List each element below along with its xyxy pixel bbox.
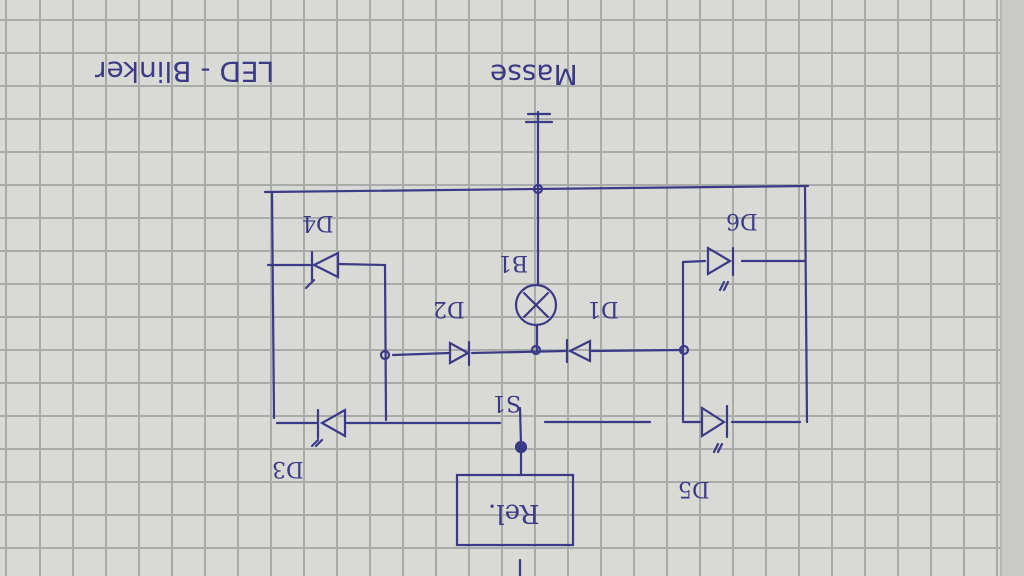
label-s1: S1 xyxy=(492,390,522,415)
label-d2: D2 xyxy=(433,296,465,321)
title-label: LED - Blinker xyxy=(95,55,275,88)
diode-d5-symbol xyxy=(700,404,729,454)
label-d4: D4 xyxy=(302,210,334,235)
label-d1: D1 xyxy=(587,296,619,321)
diode-d2-symbol xyxy=(448,340,471,367)
junctions xyxy=(379,183,690,454)
label-d3: D3 xyxy=(272,456,304,481)
lamp-symbol xyxy=(514,283,558,327)
diode-d3-symbol xyxy=(310,408,347,448)
label-relay: Rel. xyxy=(488,498,540,528)
diode-d6-symbol xyxy=(706,246,735,292)
relay-box xyxy=(455,473,575,547)
label-d5: D5 xyxy=(678,476,710,501)
paper-edge xyxy=(1000,0,1024,576)
diode-d4-symbol xyxy=(304,250,340,290)
ground-label: Masse xyxy=(490,58,578,91)
wires xyxy=(263,110,810,576)
diode-d1-symbol xyxy=(565,338,592,364)
label-b1: B1 xyxy=(498,250,529,275)
label-d6: D6 xyxy=(726,208,758,233)
